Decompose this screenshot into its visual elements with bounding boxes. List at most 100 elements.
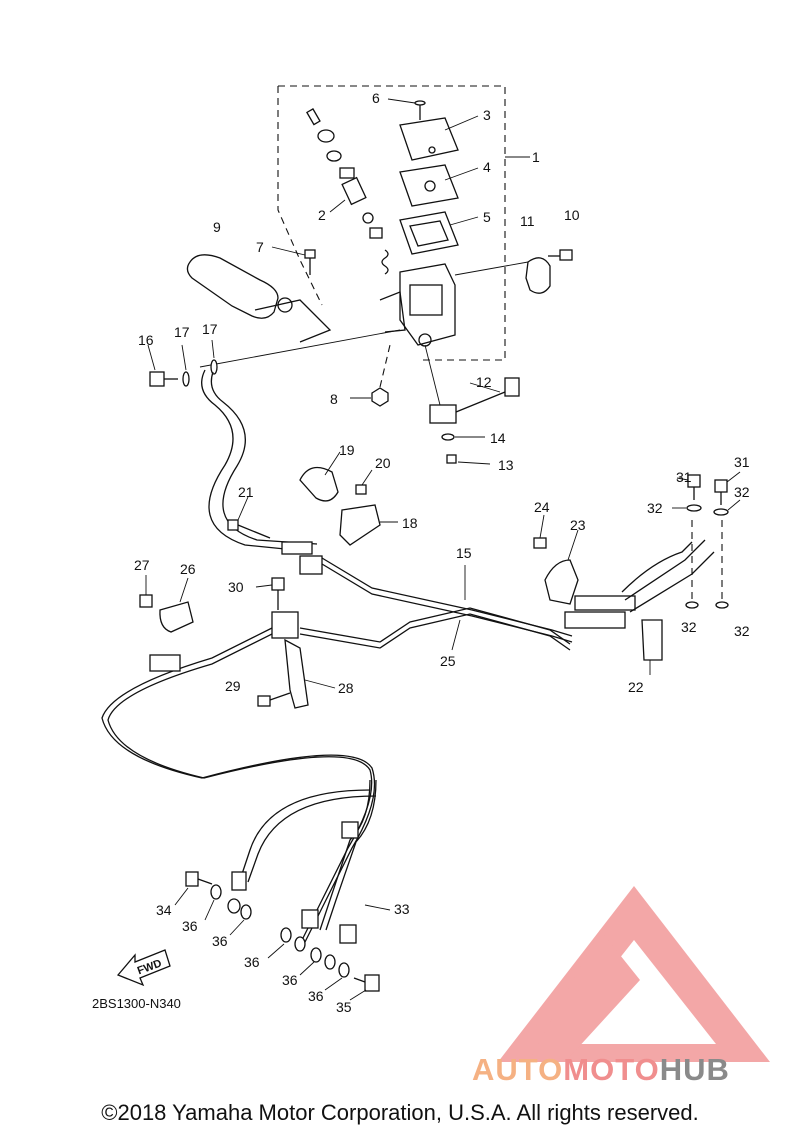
brake-lever-9 [186, 254, 332, 343]
assembly-box [277, 85, 506, 361]
washers-36-right [267, 927, 350, 991]
callout-32: 32 [681, 619, 697, 635]
bolt-35 [349, 974, 380, 1001]
clamp-26 [159, 577, 194, 633]
brake-switch-12 [424, 344, 520, 424]
holder-11 [525, 257, 551, 294]
callout-36: 36 [308, 988, 324, 1004]
callout-31: 31 [676, 469, 692, 485]
callout-9: 9 [213, 219, 221, 235]
callout-33: 33 [394, 901, 410, 917]
brake-pipe-25 [299, 607, 571, 651]
callout-3: 3 [483, 107, 491, 123]
washer-32d [715, 520, 729, 609]
callout-25: 25 [440, 653, 456, 669]
bolt-21 [227, 496, 271, 539]
callout-28: 28 [338, 680, 354, 696]
leaders-top [199, 98, 530, 368]
fwd-arrow-icon: FWD [116, 949, 171, 987]
callout-29: 29 [225, 678, 241, 694]
callout-17: 17 [174, 324, 190, 340]
callout-6: 6 [372, 90, 380, 106]
callout-14: 14 [490, 430, 506, 446]
callout-4: 4 [483, 159, 491, 175]
piston-kit-2 [306, 108, 389, 275]
master-cylinder-body [379, 263, 456, 347]
washer-17b [210, 339, 218, 375]
callout-22: 22 [628, 679, 644, 695]
callout-32: 32 [734, 484, 750, 500]
callout-2: 2 [318, 207, 326, 223]
callout-27: 27 [134, 557, 150, 573]
bolt-20 [355, 469, 373, 495]
callout-31: 31 [734, 454, 750, 470]
brake-hose-lower [101, 627, 377, 949]
bolt-10 [548, 249, 573, 261]
callout-35: 35 [336, 999, 352, 1015]
diaphragm-5 [399, 211, 459, 255]
callout-32: 32 [734, 623, 750, 639]
callout-32: 32 [647, 500, 663, 516]
bracket-18 [339, 504, 398, 546]
washers-36-left [204, 884, 252, 936]
brand-part-hub: HUB [659, 1052, 730, 1087]
callout-15: 15 [456, 545, 472, 561]
callout-1: 1 [532, 149, 540, 165]
bolt-24 [533, 514, 547, 549]
callout-23: 23 [570, 517, 586, 533]
callout-16: 16 [138, 332, 154, 348]
callout-34: 34 [156, 902, 172, 918]
washer-14 [441, 433, 485, 441]
callout-10: 10 [564, 207, 580, 223]
callout-26: 26 [180, 561, 196, 577]
bolt-29 [257, 692, 291, 707]
nut-8 [350, 344, 391, 407]
screw-6 [414, 100, 426, 120]
callout-36: 36 [244, 954, 260, 970]
washer-32a [672, 504, 702, 512]
brake-hose-upper [201, 369, 323, 575]
clamp-19 [299, 451, 341, 502]
diagram-code: 2BS1300-N340 [92, 996, 181, 1011]
brand-watermark: AUTOMOTOHUB [472, 1052, 730, 1088]
callout-24: 24 [534, 499, 550, 515]
washer-32c [685, 520, 699, 609]
screw-13 [446, 454, 491, 465]
callout-20: 20 [375, 455, 391, 471]
callout-36: 36 [282, 972, 298, 988]
callout-13: 13 [498, 457, 514, 473]
washer-17a [181, 344, 190, 387]
callout-18: 18 [402, 515, 418, 531]
callout-12: 12 [476, 374, 492, 390]
callout-21: 21 [238, 484, 254, 500]
reservoir-cap-3 [399, 117, 459, 161]
callout-36: 36 [212, 933, 228, 949]
hose-fittings-right [564, 539, 715, 629]
copyright-notice: ©2018 Yamaha Motor Corporation, U.S.A. A… [101, 1100, 699, 1125]
watermark-logo [498, 886, 770, 1062]
clamp-23 [544, 529, 579, 605]
callout-30: 30 [228, 579, 244, 595]
bolt-27 [139, 575, 153, 608]
callout-7: 7 [256, 239, 264, 255]
callout-17: 17 [202, 321, 218, 337]
bolt-34 [174, 871, 213, 906]
bracket-22 [641, 619, 663, 675]
bolt-31b [714, 471, 741, 505]
bracket-28 [284, 638, 336, 709]
washer-32b [713, 499, 741, 516]
brake-pipe-15 [321, 557, 573, 643]
callout-5: 5 [483, 209, 491, 225]
brand-part-auto: AUTO [472, 1052, 564, 1087]
diaphragm-plate-4 [399, 164, 459, 207]
callout-36: 36 [182, 918, 198, 934]
screw-7 [304, 249, 316, 275]
joint-block [271, 611, 299, 639]
callout-8: 8 [330, 391, 338, 407]
callout-19: 19 [339, 442, 355, 458]
hose-33-leader [364, 904, 391, 911]
bolt-31a [676, 474, 701, 500]
banjo-bolt-16 [147, 344, 178, 387]
